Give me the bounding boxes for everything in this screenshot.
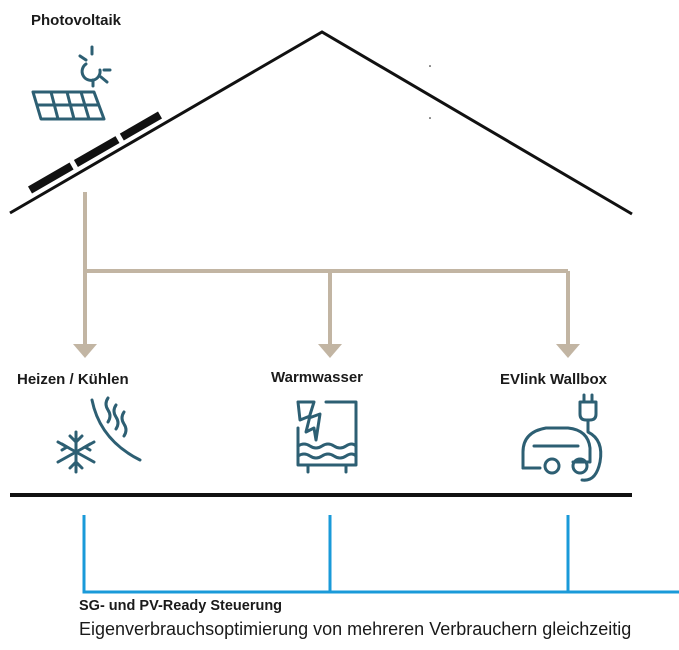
control-title: SG- und PV-Ready Steuerung — [79, 598, 283, 614]
solar-panel-icon — [31, 90, 106, 121]
arrow-warmwasser — [318, 344, 342, 358]
arrow-wallbox — [556, 344, 580, 358]
distribution-arrowheads — [73, 344, 580, 358]
control-description: Eigenverbrauchsoptimierung von mehreren … — [79, 619, 632, 639]
evlink-wallbox-label: EVlink Wallbox — [500, 371, 607, 388]
snowflake-heat-icon — [56, 396, 142, 474]
photovoltaik-label: Photovoltaik — [31, 12, 122, 29]
water-heater-icon — [296, 400, 358, 474]
warmwasser-label: Warmwasser — [271, 369, 363, 386]
control-lines — [82, 515, 679, 594]
arrow-heizen — [73, 344, 97, 358]
sun-icon — [78, 45, 112, 88]
roof-line — [9, 30, 633, 216]
distribution-lines — [83, 192, 570, 345]
heizen-kuehlen-label: Heizen / Kühlen — [17, 371, 129, 388]
solar-strip — [28, 111, 162, 194]
ev-charger-icon — [521, 393, 603, 482]
